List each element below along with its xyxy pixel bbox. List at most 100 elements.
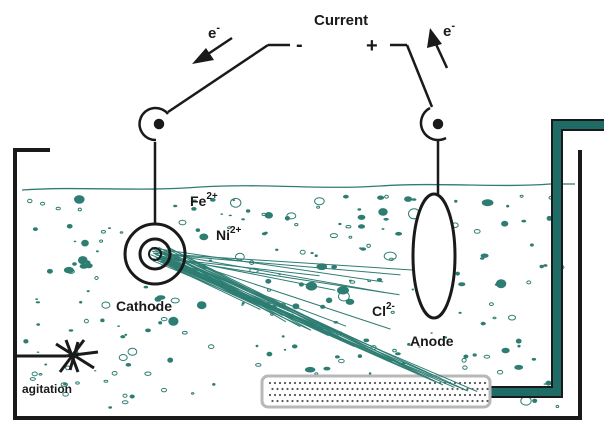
solution-particle xyxy=(383,217,389,221)
solution-particle xyxy=(158,321,163,325)
solution-particle xyxy=(458,282,466,287)
filter-dot xyxy=(456,399,459,403)
filter-dot xyxy=(366,387,369,391)
solution-particle xyxy=(543,383,547,385)
filter-dot xyxy=(416,387,419,391)
filter-dot xyxy=(281,387,284,391)
filter-dot xyxy=(368,393,372,397)
filter-dot xyxy=(408,393,412,397)
current-label: Current xyxy=(314,12,368,29)
filter-dot xyxy=(443,393,447,397)
filter-dot xyxy=(303,381,307,385)
solution-particle xyxy=(314,197,325,206)
solution-particle xyxy=(191,392,195,395)
solution-particle xyxy=(357,224,366,229)
solution-particle xyxy=(100,230,107,234)
filter-dot xyxy=(348,381,352,385)
solution-particle xyxy=(101,301,111,309)
solution-particle xyxy=(294,223,299,227)
solution-particle xyxy=(23,339,29,344)
solution-particle xyxy=(481,199,494,207)
cathode-label: Cathode xyxy=(116,298,172,314)
filter-dot xyxy=(346,399,349,403)
filter-dot xyxy=(268,381,272,385)
solution-particle xyxy=(168,316,179,326)
filter-dot xyxy=(286,387,289,391)
filter-dot xyxy=(278,381,282,385)
solution-particle xyxy=(323,366,331,371)
solution-particle xyxy=(343,194,349,199)
solution-particle xyxy=(79,300,83,304)
filter-dot xyxy=(386,399,389,403)
filter-dot xyxy=(413,381,417,385)
solution-particle xyxy=(103,379,109,383)
filter-dot xyxy=(346,387,349,391)
filter-dot xyxy=(378,393,382,397)
solution-particle xyxy=(181,330,188,335)
filter-dot xyxy=(293,381,297,385)
solution-particle xyxy=(395,231,403,236)
filter-dot xyxy=(276,387,279,391)
solution-particle xyxy=(127,347,138,356)
solution-particle xyxy=(196,301,207,310)
solution-particle xyxy=(261,212,267,216)
solution-particle xyxy=(515,338,522,344)
filter-dot xyxy=(391,387,394,391)
solution-particle xyxy=(195,228,201,233)
filter-dot xyxy=(363,381,367,385)
solution-particle xyxy=(286,212,297,220)
solution-particle xyxy=(555,404,560,409)
filter-dot xyxy=(368,381,372,385)
solution-particle xyxy=(60,382,69,387)
positive-terminal-label: + xyxy=(366,35,378,57)
filter-dot xyxy=(288,393,292,397)
filter-dot xyxy=(363,393,367,397)
solution-particle xyxy=(357,354,363,358)
anode-label: Anode xyxy=(410,333,454,349)
solution-particle xyxy=(120,335,126,339)
solution-particle xyxy=(305,281,318,291)
filter-dot xyxy=(451,387,454,391)
filter-dot xyxy=(318,393,322,397)
filter-dot xyxy=(268,393,272,397)
solution-particle xyxy=(325,297,333,304)
solution-particle xyxy=(430,332,433,334)
filter-dot xyxy=(406,387,409,391)
current-line xyxy=(164,254,391,330)
ni-ion-label: Ni2+ xyxy=(216,225,242,243)
solution-particle xyxy=(99,239,104,243)
current-line xyxy=(161,253,401,276)
solution-particle xyxy=(255,344,259,348)
solution-particle xyxy=(94,370,97,372)
solution-particle xyxy=(310,252,314,254)
filter-dot xyxy=(426,399,429,403)
solution-particle xyxy=(444,336,448,339)
filter-dot xyxy=(318,381,322,385)
tank xyxy=(13,148,582,420)
filter-dot xyxy=(311,387,314,391)
solution-particle xyxy=(212,383,216,386)
filter-dot xyxy=(446,387,449,391)
filter-dot xyxy=(423,393,427,397)
solution-particle xyxy=(75,381,80,385)
solution-particle xyxy=(384,194,389,199)
negative-terminal-label: - xyxy=(296,34,303,56)
filter-dot xyxy=(351,399,354,403)
filter-dot xyxy=(371,399,374,403)
filter-dot xyxy=(438,393,442,397)
filter-dot xyxy=(298,393,302,397)
solution-particle xyxy=(125,363,132,367)
solution-particle xyxy=(81,239,89,247)
solution-particle xyxy=(281,335,285,338)
filter-dot xyxy=(398,381,402,385)
current-line xyxy=(156,248,384,283)
solution-particle xyxy=(458,311,462,314)
filter-dot xyxy=(316,399,319,403)
filter-dot xyxy=(358,381,362,385)
solution-particle xyxy=(241,218,246,221)
filter-dot xyxy=(408,381,412,385)
solution-particle xyxy=(463,354,469,359)
solution-particle xyxy=(119,231,124,234)
hook-icon xyxy=(138,106,169,142)
